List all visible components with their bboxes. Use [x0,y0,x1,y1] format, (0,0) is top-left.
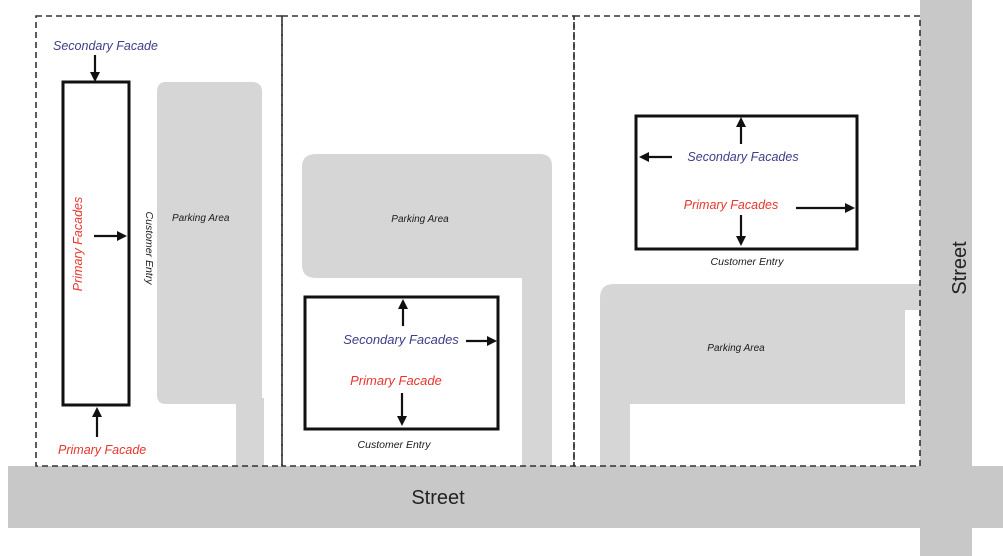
lot2-parking-pavement [302,154,552,466]
lot3-boundary [573,15,921,467]
lot3-secondary-label: Secondary Facades [687,150,798,164]
lot1-parking-pavement [157,82,264,466]
lot1-primary-vertical-label: Primary Facades [71,197,85,291]
right-street-label: Street [949,241,971,295]
lot1-customer-entry-label: Customer Entry [143,212,155,286]
lot1-building [61,80,131,407]
lot2-secondary-label: Secondary Facades [343,332,459,347]
lot1-primary-bottom-label: Primary Facade [58,443,146,457]
lot2-boundary [281,15,575,467]
lot3-building [634,114,859,251]
lot3-primary-label: Primary Facades [684,198,778,212]
lot1-boundary [35,15,283,467]
lot3-parking-pavement [600,284,920,466]
lot2-customer-entry-label: Customer Entry [358,439,432,451]
bottom-street-label: Street [411,487,465,509]
lot1-parking-label: Parking Area [172,213,230,224]
lot2-primary-label: Primary Facade [350,373,442,388]
lot3-parking-label: Parking Area [707,343,765,354]
lot2-parking-label: Parking Area [391,214,449,225]
lot3-customer-entry-label: Customer Entry [711,256,785,268]
right-street [920,0,972,556]
bottom-street [8,466,1003,528]
lot1-secondary-label: Secondary Facade [53,39,158,53]
